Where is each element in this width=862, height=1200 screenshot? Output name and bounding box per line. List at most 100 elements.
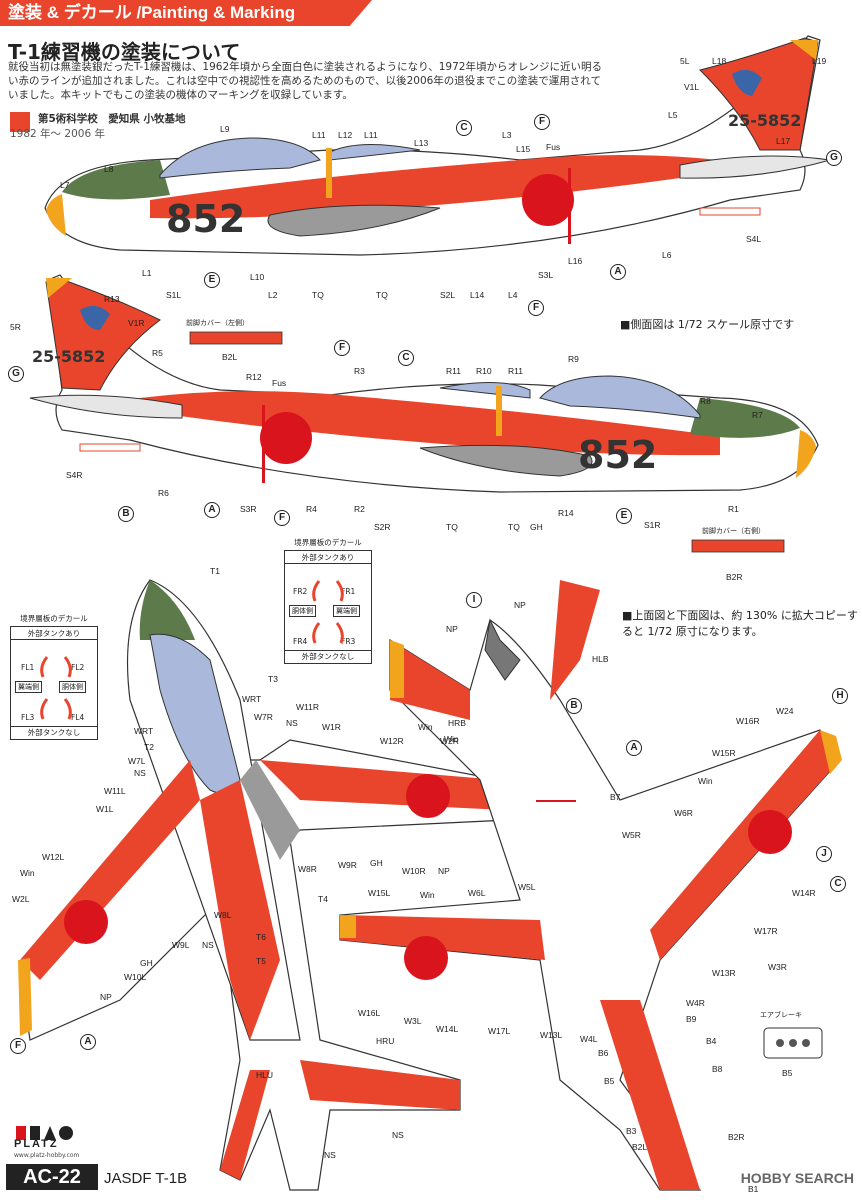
boundary-title-left: 境界層板のデカール xyxy=(20,614,88,623)
side-view-right: 852 25-5852 xyxy=(29,274,819,493)
serial-text-right: 852 xyxy=(578,433,657,477)
intro-text: 就役当初は無塗装銀だったT-1練習機は、1962年頃から全面白色に塗装されるよう… xyxy=(8,61,602,101)
platz-logo-icon xyxy=(16,1126,73,1140)
label: L4 xyxy=(508,290,518,300)
label: Fus xyxy=(272,378,287,388)
label: W17L xyxy=(488,1026,511,1036)
label: W14R xyxy=(792,888,816,898)
label: W14L xyxy=(436,1024,459,1034)
label: V1R xyxy=(128,318,145,328)
label: B9 xyxy=(686,1014,697,1024)
label: L5 xyxy=(668,110,678,120)
label: W3L xyxy=(404,1016,422,1026)
label: L2 xyxy=(268,290,278,300)
label: R5 xyxy=(152,348,163,358)
label: Win xyxy=(418,722,433,732)
callout-a: A xyxy=(80,1034,96,1050)
label: W1L xyxy=(96,804,114,814)
label: TQ xyxy=(312,290,324,300)
label: W9L xyxy=(172,940,190,950)
fr4-label: FR4 xyxy=(293,637,308,646)
label: NS xyxy=(324,1150,336,1160)
label: L8 xyxy=(104,164,114,174)
label: R11 xyxy=(446,366,461,376)
label: NP xyxy=(438,866,450,876)
label: R11 xyxy=(508,366,523,376)
callout-c: C xyxy=(398,350,414,366)
label: L7 xyxy=(60,180,70,190)
label: HLU xyxy=(256,1070,274,1080)
label: W24 xyxy=(776,706,794,716)
label: L3 xyxy=(502,130,512,140)
callout-f: F xyxy=(10,1038,26,1054)
label: T4 xyxy=(318,894,328,904)
label: NP xyxy=(446,624,458,634)
label: 5R xyxy=(10,322,21,332)
label: W10R xyxy=(402,866,426,876)
brand-url: www.platz-hobby.com xyxy=(14,1152,80,1159)
callout-f: F xyxy=(334,340,350,356)
callout-f: F xyxy=(528,300,544,316)
callout-f: F xyxy=(274,510,290,526)
fr2-label: FR2 xyxy=(293,587,308,596)
label: B5 xyxy=(782,1068,793,1078)
label: NS xyxy=(202,940,214,950)
boundary-title-right: 境界層板のデカール xyxy=(294,538,362,547)
label: W5R xyxy=(622,830,641,840)
label: B2L xyxy=(222,352,238,362)
label: L13 xyxy=(414,138,429,148)
label: W15L xyxy=(368,888,391,898)
top-view xyxy=(18,579,510,1191)
label: Win xyxy=(444,734,459,744)
label: HRU xyxy=(376,1036,395,1046)
label: T2 xyxy=(144,742,154,752)
label: W15R xyxy=(712,748,736,758)
label: L11 xyxy=(364,130,378,140)
label: R4 xyxy=(306,504,317,514)
label: W13R xyxy=(712,968,736,978)
label: T6 xyxy=(256,932,266,942)
label: Win xyxy=(20,868,35,878)
label: R1 xyxy=(728,504,739,514)
unit-name: 第5術科学校 愛知県 小牧基地 xyxy=(38,113,186,125)
wing-side-tag-left: 翼端側 xyxy=(15,681,42,693)
fr3-label: FR3 xyxy=(341,637,356,646)
label: R8 xyxy=(700,396,711,406)
label: S1L xyxy=(166,290,182,300)
callout-c: C xyxy=(456,120,472,136)
front-cover-left-caption: 前脚カバー（左側） xyxy=(186,320,249,327)
label: B2R xyxy=(728,1132,745,1142)
label: V1L xyxy=(684,82,700,92)
label: L16 xyxy=(568,256,583,266)
label: R12 xyxy=(246,372,262,382)
callout-e: E xyxy=(616,508,632,524)
boundary-decal-right: 境界層板のデカール 外部タンクあり FR2 FR1 胴体側 翼端側 FR4 FR… xyxy=(284,538,372,664)
callout-b: B xyxy=(118,506,134,522)
side-view-left: 852 25-5852 xyxy=(44,35,831,256)
label: W8L xyxy=(214,910,232,920)
label: W4L xyxy=(580,1034,598,1044)
with-tanks-left: 外部タンクあり xyxy=(11,628,97,640)
label: W9R xyxy=(338,860,357,870)
label: TQ xyxy=(446,522,458,532)
label: S1R xyxy=(644,520,661,530)
boundary-decal-left: 境界層板のデカール 外部タンクあり FL1 FL2 翼端側 胴体側 FL3 FL… xyxy=(10,614,98,740)
label: L18 xyxy=(712,56,727,66)
label: 5L xyxy=(680,56,690,66)
top-scale-note: ■上面図と下面図は、約 130% に拡大コピーすると 1/72 原寸になります。 xyxy=(622,609,858,638)
tail-text-right: 25-5852 xyxy=(32,347,105,366)
label: S3L xyxy=(538,270,554,280)
label: W7L xyxy=(128,756,146,766)
label: R9 xyxy=(568,354,579,364)
label: W12L xyxy=(42,852,65,862)
label: B2L xyxy=(632,1142,648,1152)
label: L15 xyxy=(516,144,531,154)
label: T1 xyxy=(210,566,220,576)
label: NP xyxy=(100,992,112,1002)
label: W1R xyxy=(322,722,341,732)
label: NS xyxy=(286,718,298,728)
section-header: 塗装 & デカール /Painting & Marking xyxy=(0,0,372,26)
label: R2 xyxy=(354,504,365,514)
callout-j: J xyxy=(816,846,832,862)
